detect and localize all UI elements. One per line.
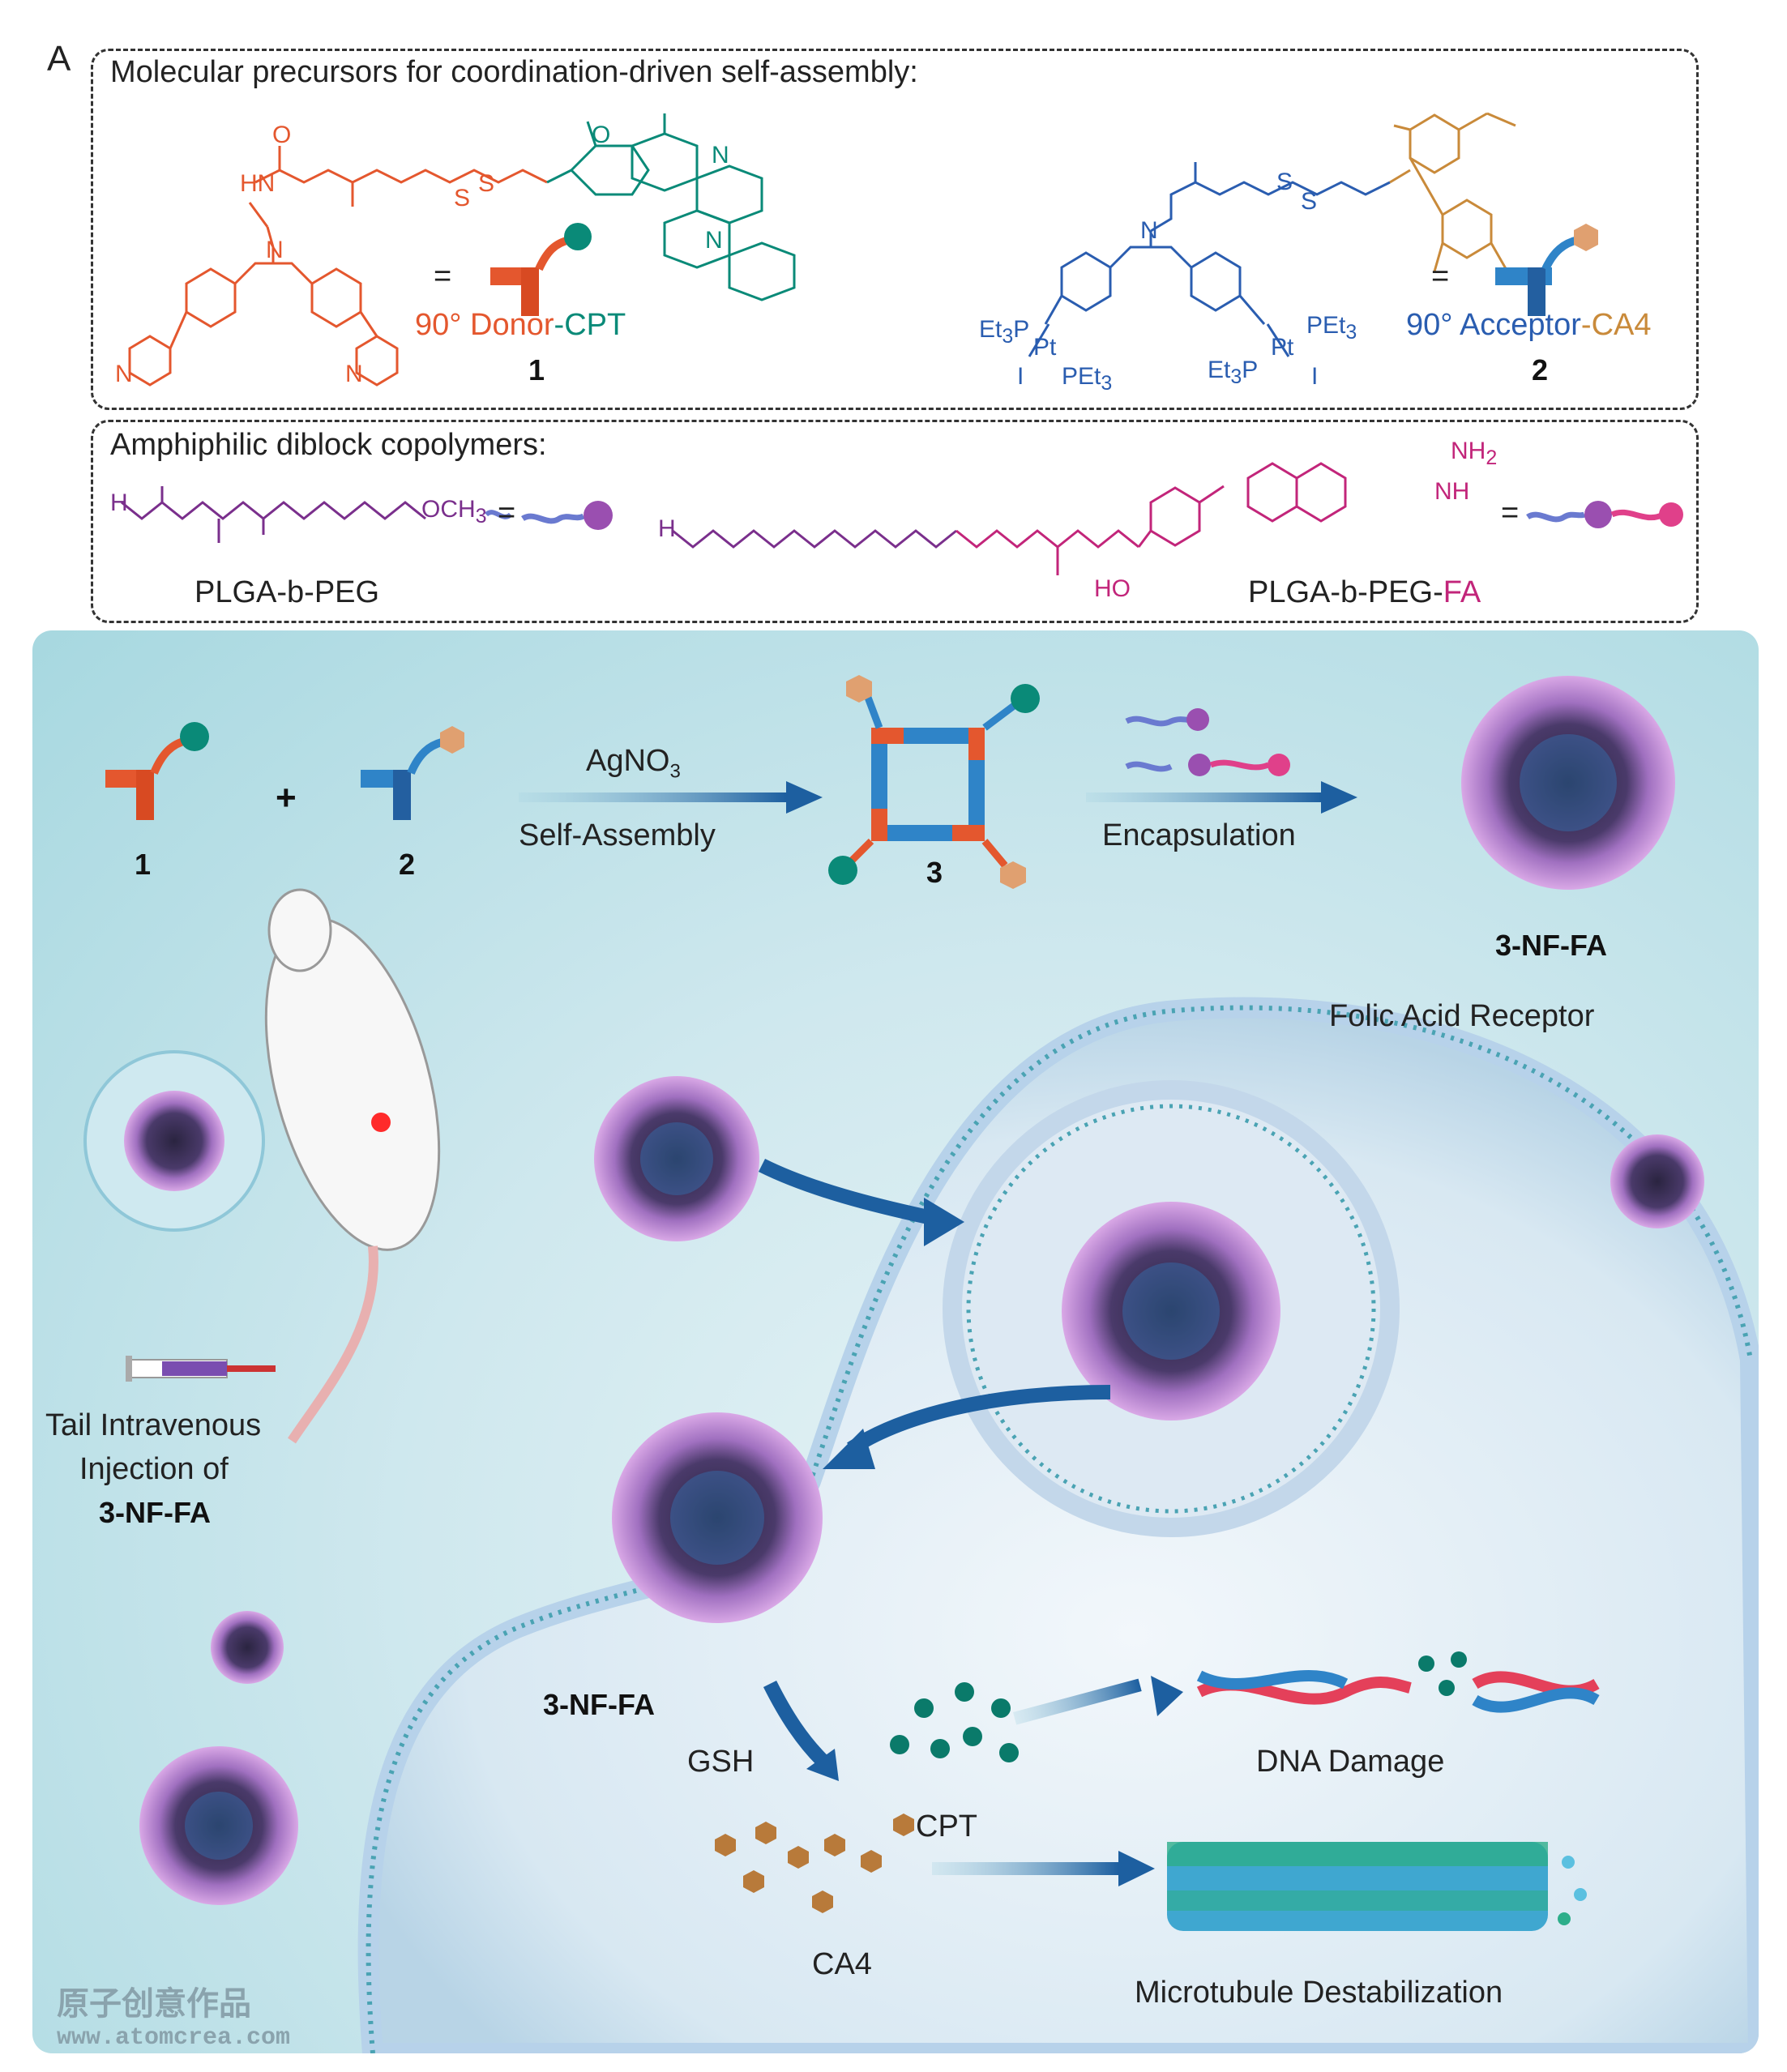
acceptor-icon [1495, 224, 1598, 316]
chem-nh-fa: NH [1434, 478, 1470, 505]
chem-s2: S [478, 170, 495, 197]
chem-s4: S [1301, 188, 1318, 215]
gsh-label: GSH [687, 1745, 755, 1779]
nanoparticle-right [1610, 1134, 1704, 1228]
chem-o-cpt: O [592, 122, 611, 148]
ca4-molecules [715, 1814, 914, 1913]
chem-i-right: I [1311, 363, 1319, 390]
donor-number: 1 [528, 353, 545, 387]
donor-equals: = [434, 259, 452, 293]
syringe-icon [126, 1356, 276, 1382]
chem-n-carbazole: N [266, 237, 284, 263]
macrocycle-3-label: 3 [926, 856, 943, 889]
dna-illustration [1196, 1651, 1600, 1713]
microtubule-illustration [1167, 1842, 1587, 1931]
chem-pet3-right: PEt3 [1306, 312, 1357, 344]
nanoparticle-released [612, 1412, 823, 1623]
mouse-illustration [264, 888, 441, 1444]
released-nanoparticle-label: 3-NF-FA [543, 1688, 655, 1721]
encapsulation-polymers [1125, 708, 1290, 776]
chem-et3p-left: Et3P [979, 316, 1030, 348]
nanoparticle-small-left [211, 1611, 284, 1684]
chem-n-cpt-2: N [705, 227, 723, 254]
component-1-label: 1 [135, 848, 152, 881]
chem-s1: S [454, 185, 471, 211]
arrow-encapsulation [1086, 792, 1321, 802]
plga-peg-fa-structure [672, 462, 1347, 575]
plga-peg-fa-label: PLGA-b-PEG-FA [1248, 575, 1481, 609]
self-assembly-label: Self-Assembly [519, 818, 716, 852]
chem-i-left: I [1017, 363, 1024, 390]
watermark-cn: 原子创意作品 [57, 1986, 251, 2022]
chem-pet3-left: PEt3 [1062, 363, 1113, 395]
chem-pt-right: Pt [1271, 334, 1294, 361]
injection-line1: Tail Intravenous [45, 1408, 262, 1442]
dna-damage-label: DNA Damage [1256, 1745, 1445, 1779]
component-1-icon [105, 722, 209, 820]
acceptor-label: 90° Acceptor-CA4 [1406, 308, 1652, 342]
chem-n-pyr-right: N [345, 361, 363, 387]
nanoparticle-endosome [1062, 1202, 1280, 1420]
chem-h-plga-fa: H [658, 515, 676, 542]
chem-n-acc: N [1140, 217, 1158, 244]
plus-sign: + [276, 778, 297, 818]
cpt-molecules [890, 1682, 1019, 1762]
macrocycle-3-icon [828, 675, 1040, 889]
copolymers-title: Amphiphilic diblock copolymers: [110, 428, 547, 462]
arrow-internalization [758, 1158, 934, 1225]
chem-et3p-right: Et3P [1208, 357, 1259, 388]
chem-och3: OCH3 [421, 496, 487, 528]
precursors-title: Molecular precursors for coordination-dr… [110, 55, 918, 89]
arrow-gsh [763, 1680, 828, 1767]
plga-peg-structure [121, 486, 513, 543]
copolymers-box [91, 420, 1699, 623]
donor-structure [128, 113, 796, 387]
plga-equals: = [498, 496, 516, 530]
injection-line2: Injection of [79, 1452, 229, 1486]
cpt-label: CPT [916, 1809, 977, 1843]
donor-label: 90° Donor-CPT [415, 308, 626, 342]
precursors-box [91, 49, 1699, 410]
plga-peg-fa-icon [1526, 501, 1683, 528]
chem-s3: S [1276, 169, 1293, 195]
chem-pt-left: Pt [1033, 334, 1057, 361]
chem-ho: HO [1094, 575, 1131, 602]
acceptor-structure [1028, 112, 1516, 357]
chem-n-cpt-1: N [712, 142, 729, 169]
panel-a-letter: A [47, 39, 71, 79]
plga-peg-label: PLGA-b-PEG [195, 575, 380, 609]
encapsulation-label: Encapsulation [1102, 818, 1296, 852]
donor-icon [490, 223, 592, 316]
chem-h-plga: H [110, 489, 128, 516]
chem-nh2: NH2 [1451, 438, 1498, 469]
chem-o-amide: O [272, 122, 292, 148]
arrow-microtubule [932, 1862, 1118, 1875]
acceptor-equals: = [1431, 259, 1450, 293]
panel-b-illustration [83, 675, 1759, 2053]
receptor-label: Folic Acid Receptor [1329, 999, 1595, 1033]
microtubule-label: Microtubule Destabilization [1135, 1976, 1503, 2010]
component-2-icon [361, 726, 464, 820]
product-nanoparticle-label: 3-NF-FA [1495, 929, 1607, 962]
chem-hn: HN [240, 170, 276, 197]
component-2-label: 2 [399, 848, 416, 881]
injection-line3: 3-NF-FA [99, 1496, 211, 1529]
arrow-self-assembly [519, 792, 786, 802]
nanoparticle-inset [83, 1050, 265, 1232]
plga-peg-icon [521, 501, 613, 530]
watermark: 原子创意作品 www.atomcrea.com [57, 1977, 290, 2052]
ca4-label: CA4 [812, 1947, 872, 1981]
nanoparticle-bottom-left [139, 1746, 298, 1905]
arrow-dna [1013, 1678, 1142, 1725]
reagent-label: AgNO3 [586, 744, 681, 783]
chem-n-pyr-left: N [115, 361, 133, 387]
panel-b-background: 1 + 2 AgNO3 Self-Assembly 3 Encapsulatio… [32, 630, 1759, 2053]
arrow-escape [847, 1385, 1111, 1455]
nanoparticle-binding [594, 1076, 759, 1241]
watermark-url: www.atomcrea.com [57, 2024, 291, 2052]
nanoparticle-product [1461, 676, 1675, 890]
acceptor-number: 2 [1532, 353, 1549, 387]
plga-fa-equals: = [1501, 496, 1520, 530]
